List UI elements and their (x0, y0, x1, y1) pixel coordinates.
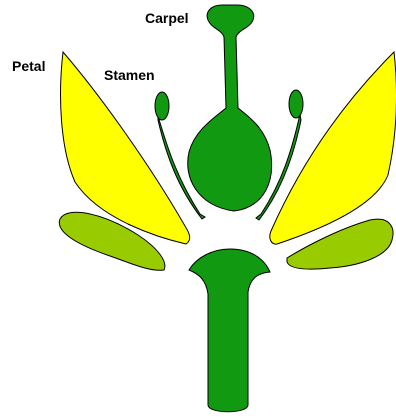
carpel (188, 5, 272, 211)
right-petal (270, 52, 396, 244)
left-stamen-anther (155, 92, 169, 120)
petal-label: Petal (12, 59, 45, 73)
receptacle-stem (189, 249, 270, 412)
stamen-label: Stamen (104, 68, 155, 82)
right-stamen-anther (289, 90, 303, 118)
carpel-label: Carpel (145, 11, 189, 25)
